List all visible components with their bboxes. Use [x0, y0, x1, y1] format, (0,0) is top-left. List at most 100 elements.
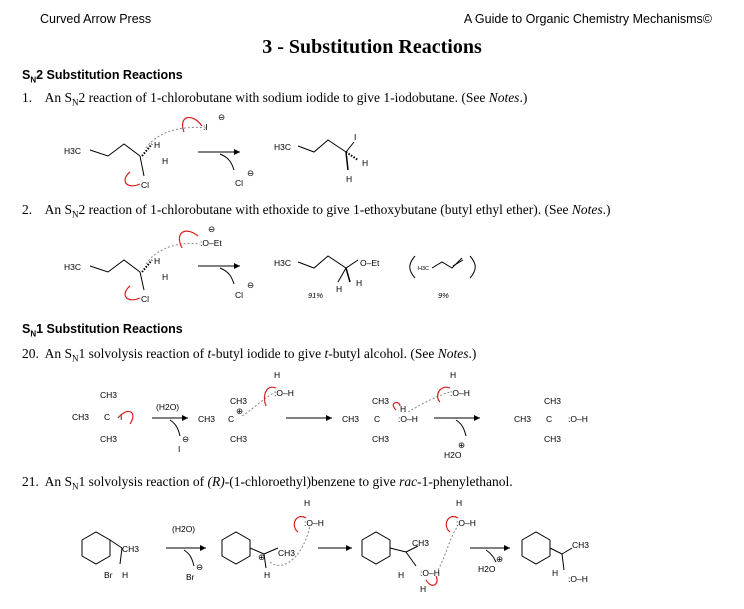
label-charge: ⊕: [236, 406, 243, 416]
label-c-cation: C: [228, 414, 234, 424]
label-h: H: [274, 370, 280, 380]
label-ch3: CH3: [342, 414, 359, 424]
label-ch3: CH3: [72, 412, 89, 422]
label-iodide: :I: [203, 122, 208, 132]
label-h: H: [154, 256, 160, 266]
label-water: :O–H: [274, 388, 294, 398]
label-ch3: CH3: [544, 396, 561, 406]
label-water: :O–H: [450, 388, 470, 398]
label-solvent: (H2O): [156, 402, 179, 412]
leaving-arrow: [219, 153, 235, 171]
red-curved-arrow: [124, 171, 141, 187]
label-oh-product: :O–H: [568, 414, 588, 424]
label-ch3: CH3: [514, 414, 531, 424]
chain-bonds: [89, 143, 141, 157]
question-20: 20. An SN1 solvolysis reaction of t-buty…: [22, 346, 477, 364]
label-h3c-alkene: H3C: [418, 266, 429, 272]
label-h3c-product: H3C: [274, 258, 291, 268]
label-c: C: [374, 414, 380, 424]
label-charge: ⊖: [247, 280, 254, 290]
scheme-2-sn2-ethoxide: H3C H H Cl :O–Et ⊖ Cl ⊖ H3C O–Et H H 91%…: [64, 224, 476, 304]
label-charge: ⊖: [247, 168, 254, 178]
label-oxonium: :O–H: [420, 568, 440, 578]
label-o-et-product: O–Et: [360, 258, 380, 268]
label-h3c: H3C: [64, 146, 81, 156]
label-charge: ⊖: [208, 224, 215, 234]
header-publisher: Curved Arrow Press: [40, 12, 152, 26]
label-hydronium: H2O: [444, 450, 462, 460]
label-ch3: CH3: [372, 396, 389, 406]
label-i: I: [120, 412, 122, 422]
label-oh-product: :O–H: [568, 574, 588, 584]
label-h: H: [336, 284, 342, 294]
label-h: H: [420, 584, 426, 594]
page-title: 3 - Substitution Reactions: [262, 36, 482, 58]
label-i-product: I: [354, 132, 356, 142]
c-cl-bond: [139, 155, 145, 177]
benzene-ring: [361, 531, 391, 565]
label-cl-product: Cl: [235, 290, 243, 300]
label-ch3: CH3: [372, 434, 389, 444]
label-h: H: [356, 278, 362, 288]
label-h: H: [264, 570, 270, 580]
label-ch3: CH3: [230, 434, 247, 444]
label-ch3: CH3: [544, 434, 561, 444]
label-ch3: CH3: [100, 434, 117, 444]
scheme-20-sn1-tbutyl: CH3 CH3 C I CH3 (H2O) I ⊖ CH3 CH3 C ⊕ CH…: [72, 370, 588, 460]
label-solvent: (H2O): [172, 524, 195, 534]
question-1: 1. An SN2 reaction of 1-chlorobutane wit…: [22, 90, 528, 108]
label-h3c-product: H3C: [274, 142, 291, 152]
hash-bond: [141, 143, 153, 157]
label-br: Br: [104, 570, 113, 580]
label-charge: ⊖: [196, 562, 203, 572]
benzene-ring: [221, 531, 251, 565]
label-charge: ⊕: [258, 552, 265, 562]
scheme-1-sn2-iodide: H3C H H Cl :I ⊖ Cl ⊖ H3C I H H: [64, 112, 368, 190]
label-h: H: [450, 370, 456, 380]
label-iodide: I: [178, 444, 180, 454]
label-ethoxide: :O–Et: [200, 238, 222, 248]
label-ch3: CH3: [122, 544, 139, 554]
label-h: H: [552, 568, 558, 578]
label-ch3: CH3: [100, 390, 117, 400]
label-h: H: [154, 140, 160, 150]
label-oxonium: :O–H: [398, 414, 418, 424]
label-h: H: [398, 570, 404, 580]
label-water: :O–H: [304, 518, 324, 528]
label-h: H: [162, 272, 168, 282]
label-ch3: CH3: [198, 414, 215, 424]
scheme-21-sn1-phenylethyl: CH3 Br H (H2O) Br ⊖ ⊕ CH3 H H :O–H CH3 H…: [81, 498, 589, 594]
label-h: H: [400, 404, 406, 414]
label-h: H: [304, 498, 310, 508]
label-charge: ⊖: [218, 112, 225, 122]
label-cl: Cl: [141, 294, 149, 304]
header-guide-title: A Guide to Organic Chemistry Mechanisms©: [463, 12, 712, 26]
label-h: H: [456, 498, 462, 508]
label-c: C: [546, 414, 552, 424]
label-h: H: [162, 156, 168, 166]
label-c: C: [104, 412, 110, 422]
label-h: H: [346, 174, 352, 184]
label-h: H: [362, 158, 368, 168]
label-hydronium: H2O: [478, 564, 496, 574]
label-ch3: CH3: [572, 540, 589, 550]
label-charge: ⊖: [182, 434, 189, 444]
question-2: 2. An SN2 reaction of 1-chlorobutane wit…: [22, 202, 611, 220]
label-h3c: H3C: [64, 262, 81, 272]
dashed-attack: [145, 126, 207, 149]
section-heading-sn2: SN2 Substitution Reactions: [22, 68, 183, 85]
label-h: H: [122, 570, 128, 580]
label-ch3: CH3: [230, 396, 247, 406]
label-charge: ⊕: [496, 554, 503, 564]
label-ch3: CH3: [278, 548, 295, 558]
question-21: 21. An SN1 solvolysis reaction of (R)-(1…: [22, 474, 513, 492]
label-ch3: CH3: [412, 538, 429, 548]
benzene-ring: [81, 531, 111, 565]
label-bromide: Br: [186, 572, 195, 582]
label-cl: Cl: [141, 180, 149, 190]
label-yield-main: 91%: [308, 291, 323, 300]
product-chain: [297, 139, 347, 153]
label-water: :O–H: [456, 518, 476, 528]
benzene-ring: [521, 531, 551, 565]
label-charge: ⊕: [458, 440, 465, 450]
